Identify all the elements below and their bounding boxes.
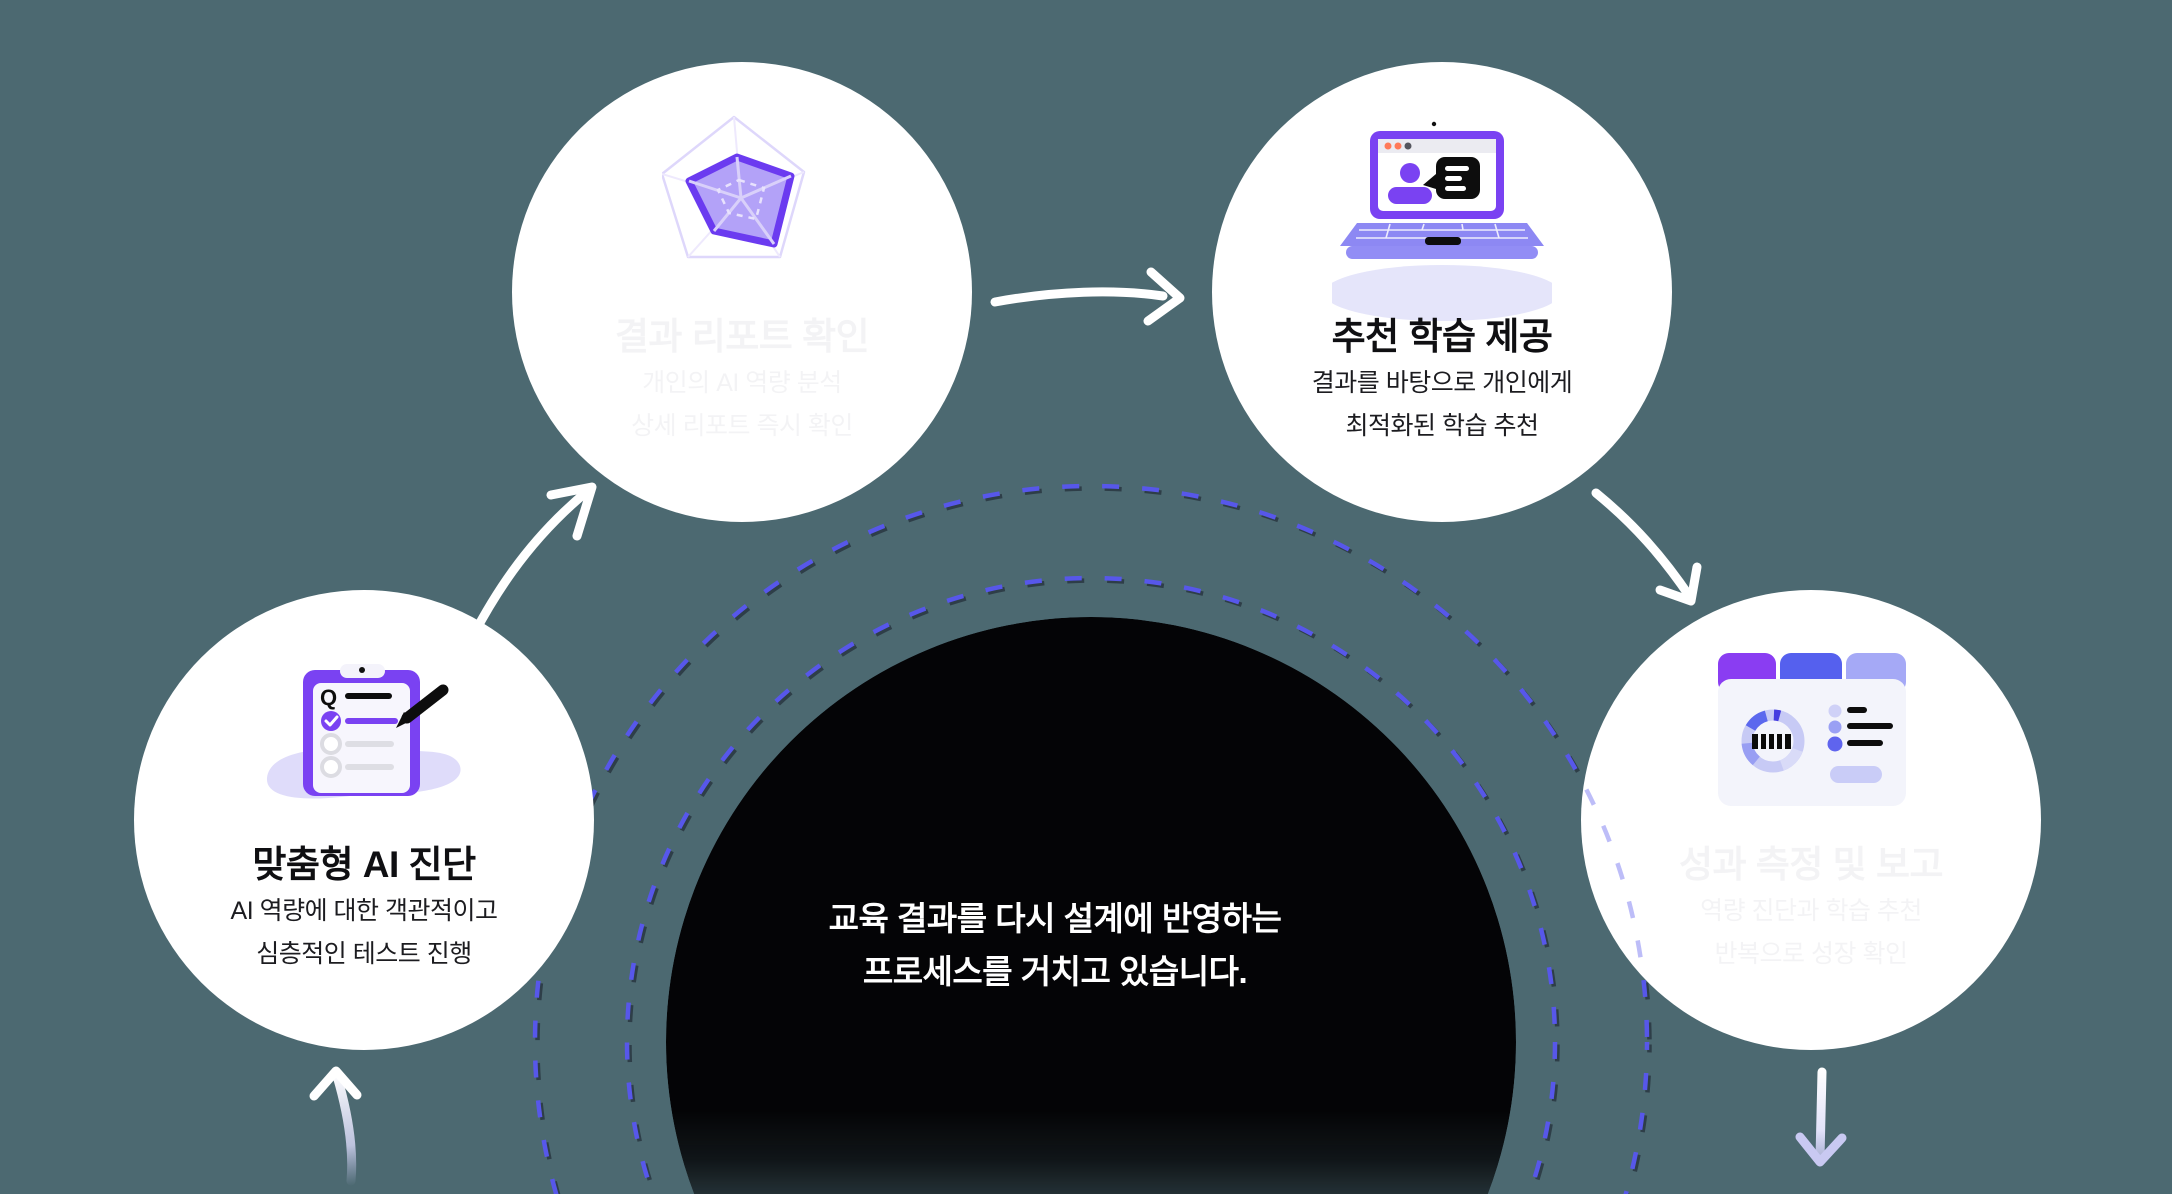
clipboard-checklist-icon: Q (244, 662, 484, 812)
step-desc: AI 역량에 대한 객관적이고 심층적인 테스트 진행 (230, 897, 498, 968)
step-desc: 개인의 AI 역량 분석 상세 리포트 즉시 확인 (631, 369, 853, 440)
center-message-line2: 프로세스를 거치고 있습니다. (862, 953, 1248, 990)
step-title: 성과 측정 및 보고 (1678, 844, 1944, 885)
step-desc: 역량 진단과 학습 추천 반복으로 성장 확인 (1700, 897, 1922, 968)
report-tabs-donut-icon (1713, 653, 1913, 813)
step-circle-report: 결과 리포트 확인 개인의 AI 역량 분석 상세 리포트 즉시 확인 (512, 62, 972, 522)
svg-text:Q: Q (320, 685, 337, 710)
step-circle-diagnosis: Q 맞춤형 AI 진단 AI 역량에 대한 객관적이고 심층적인 테스트 진행 (134, 590, 594, 1050)
arrow-recommend-to-measure (1591, 488, 1702, 606)
center-message-line1: 교육 결과를 다시 설계에 반영하는 (828, 900, 1282, 937)
step-circle-measure: 성과 측정 및 보고 역량 진단과 학습 추천 반복으로 성장 확인 (1581, 590, 2041, 1050)
arrow-report-to-recommend (990, 267, 1185, 326)
laptop-browser-icon (1324, 112, 1560, 322)
radar-pentagon-chart-icon (660, 110, 822, 270)
center-message: 교육 결과를 다시 설계에 반영하는 프로세스를 거치고 있습니다. (655, 892, 1455, 998)
step-circle-recommend: 추천 학습 제공 결과를 바탕으로 개인에게 최적화된 학습 추천 (1212, 62, 1672, 522)
step-desc: 결과를 바탕으로 개인에게 최적화된 학습 추천 (1311, 369, 1573, 440)
arrow-out-of-measure (1795, 1067, 1847, 1167)
step-title: 추천 학습 제공 (1331, 316, 1553, 357)
step-title: 결과 리포트 확인 (614, 316, 870, 357)
arrow-into-diagnosis (309, 1066, 362, 1186)
step-title: 맞춤형 AI 진단 (252, 844, 476, 885)
